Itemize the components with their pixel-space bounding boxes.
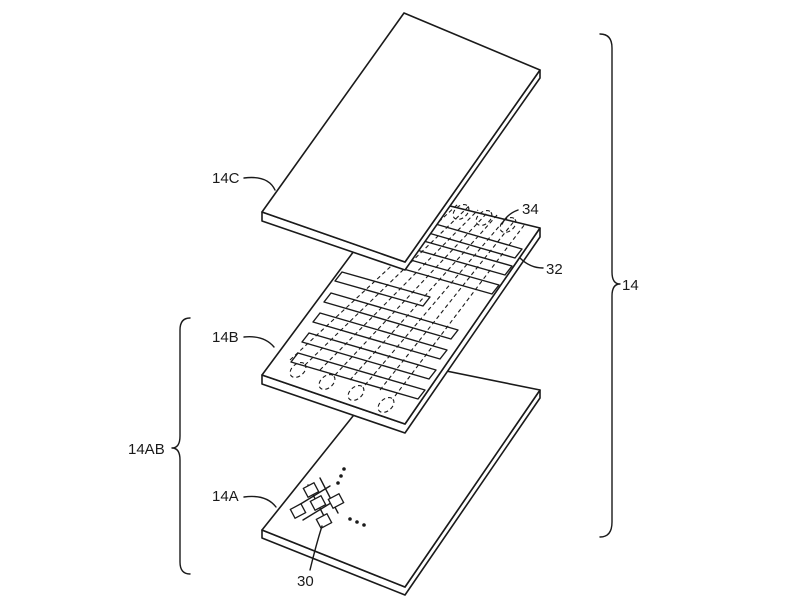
brace-14 xyxy=(599,33,621,538)
brace-14ab xyxy=(171,317,191,575)
label-30: 30 xyxy=(297,573,314,590)
label-14b: 14B xyxy=(212,329,239,346)
label-14a: 14A xyxy=(212,488,239,505)
label-32: 32 xyxy=(546,261,563,278)
leader-14a xyxy=(243,495,277,508)
layer-14c-top xyxy=(261,12,541,263)
layer-14b xyxy=(261,192,541,434)
label-14: 14 xyxy=(622,277,639,294)
leader-14c xyxy=(243,176,276,191)
label-34: 34 xyxy=(522,201,539,218)
leader-34 xyxy=(501,209,519,225)
layer-14a xyxy=(261,360,541,596)
leader-32 xyxy=(519,257,544,269)
leader-30 xyxy=(309,525,323,571)
layer-14a-top xyxy=(261,360,541,588)
leader-14b xyxy=(243,336,275,348)
label-14ab: 14AB xyxy=(128,441,165,458)
layer-14c xyxy=(261,12,541,271)
layer-14b-top xyxy=(261,192,541,425)
pixel-array xyxy=(289,467,366,530)
label-14c: 14C xyxy=(212,170,240,187)
